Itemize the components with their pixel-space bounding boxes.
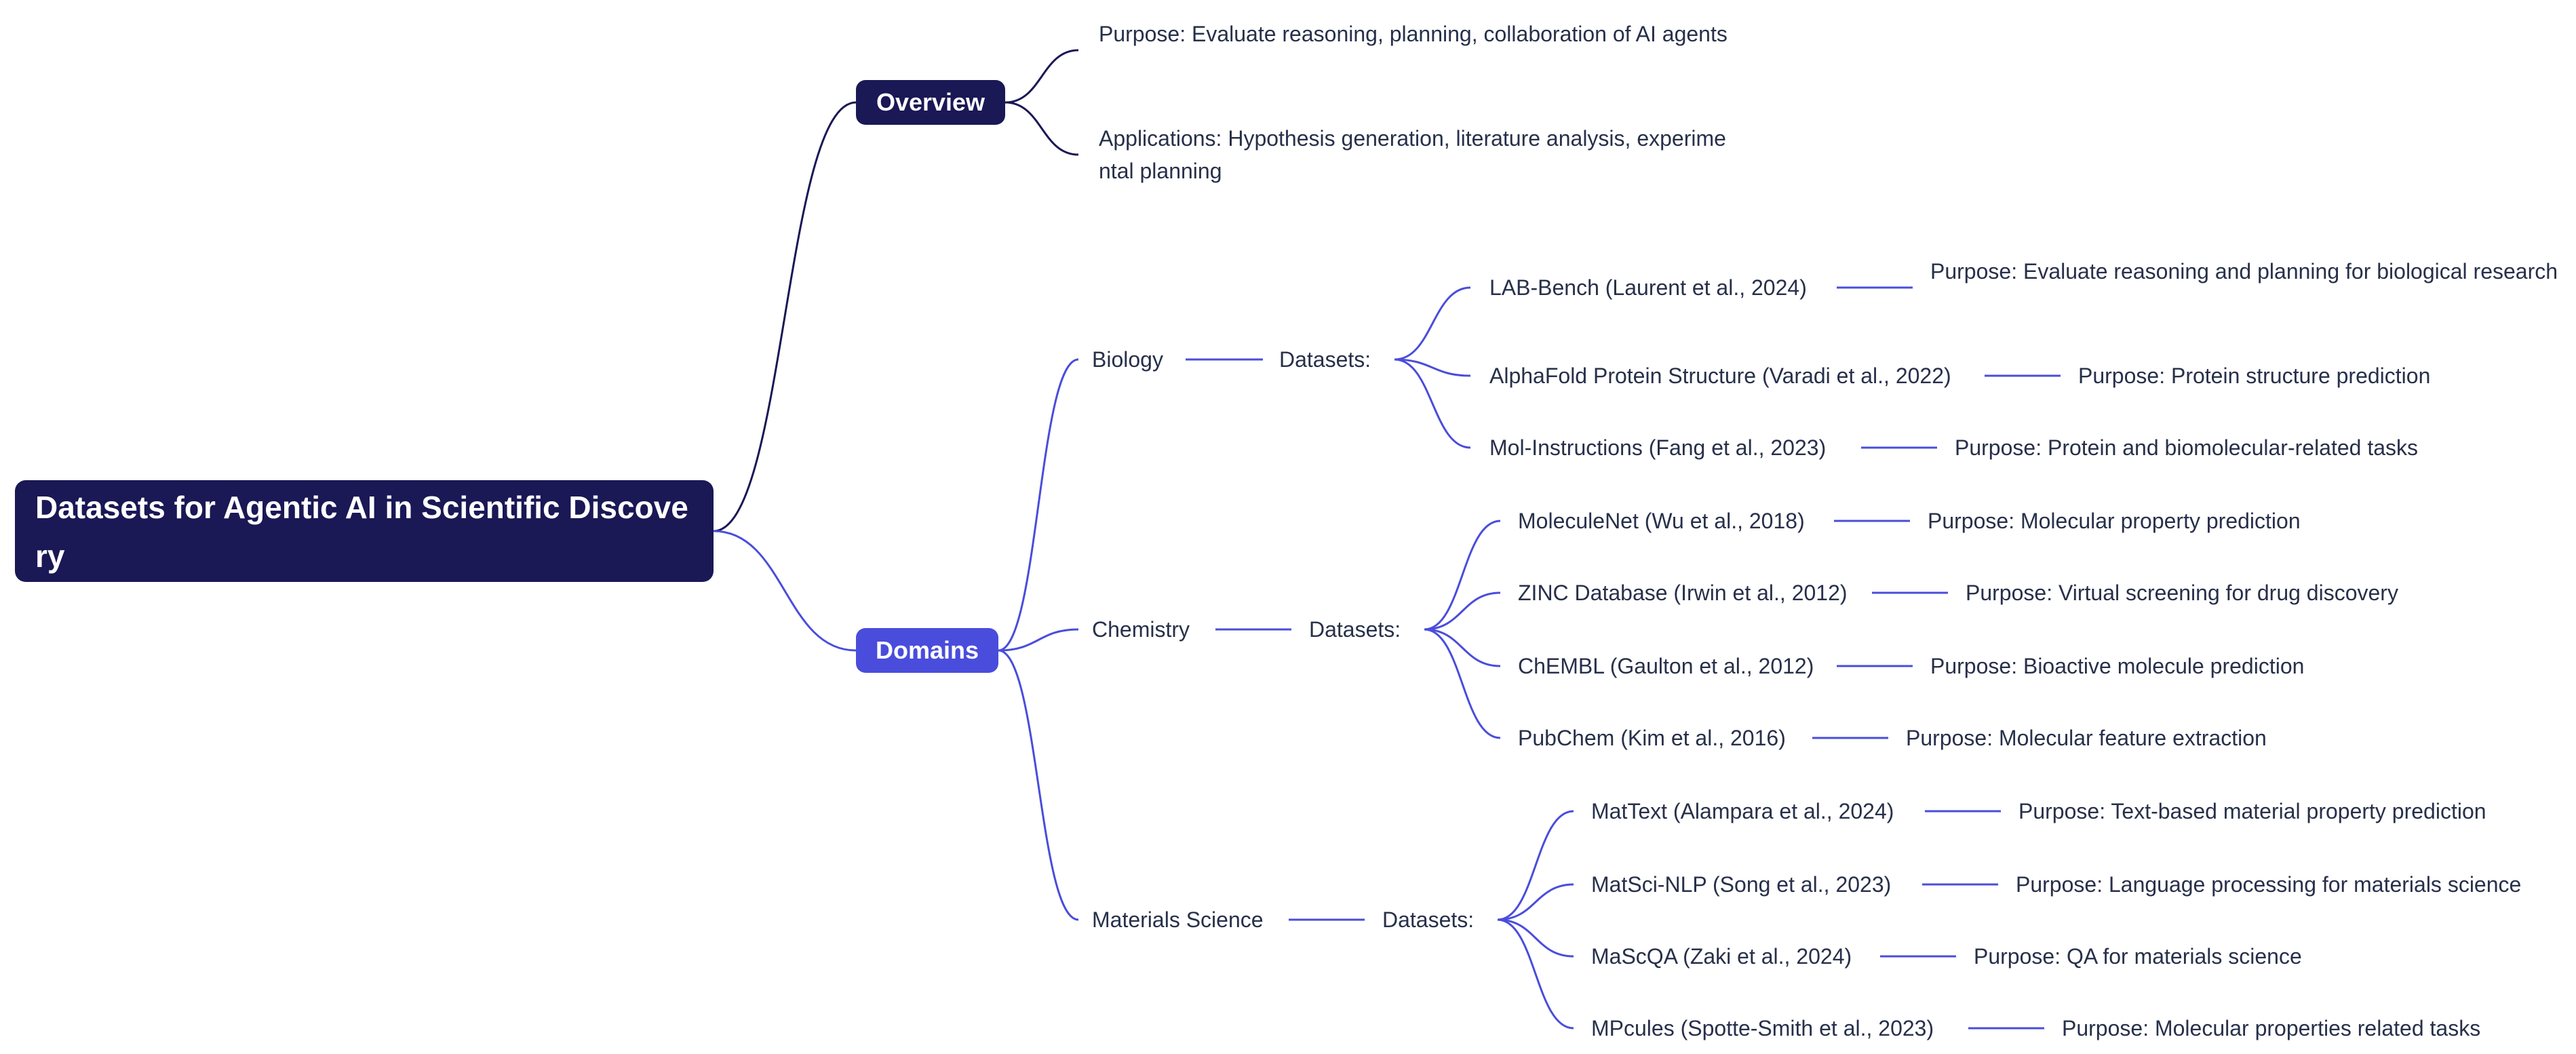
dataset-zinc[interactable]: ZINC Database (Irwin et al., 2012) [1518, 581, 1848, 605]
purpose-moleculenet: Purpose: Molecular property prediction [1928, 509, 2301, 533]
dataset-mol-instructions[interactable]: Mol-Instructions (Fang et al., 2023) [1489, 435, 1827, 460]
chemistry-node[interactable]: Chemistry [1092, 617, 1190, 642]
edge-chem-moleculenet [1424, 520, 1501, 631]
root-label: Datasets for Agentic AI in Scientific Di… [35, 490, 688, 574]
edge-mat-mattext [1497, 810, 1574, 921]
purpose-zinc: Purpose: Virtual screening for drug disc… [1966, 581, 2398, 605]
edge-mat-matsci [1497, 883, 1574, 921]
edge-chem-zinc [1424, 591, 1501, 631]
overview-purpose-text: Purpose: Evaluate reasoning, planning, c… [1099, 22, 1728, 46]
dataset-mattext[interactable]: MatText (Alampara et al., 2024) [1591, 799, 1894, 823]
biology-datasets-label: Datasets: [1279, 347, 1371, 372]
chemistry-datasets-label: Datasets: [1309, 617, 1401, 642]
dataset-lab-bench[interactable]: LAB-Bench (Laurent et al., 2024) [1489, 275, 1807, 300]
materials-datasets-label: Datasets: [1382, 907, 1475, 932]
edge-bio-alphafold [1394, 358, 1471, 377]
edge-overview-purpose [1004, 49, 1079, 104]
dataset-chembl[interactable]: ChEMBL (Gaulton et al., 2012) [1518, 654, 1814, 678]
edge-bio-labbench [1394, 286, 1471, 361]
dataset-mascqa[interactable]: MaScQA (Zaki et al., 2024) [1591, 944, 1852, 969]
purpose-mascqa: Purpose: QA for materials science [1974, 944, 2302, 969]
dataset-pubchem[interactable]: PubChem (Kim et al., 2016) [1518, 726, 1786, 750]
edge-overview-applications [1004, 101, 1079, 156]
edge-chem-chembl [1424, 628, 1501, 667]
overview-label: Overview [876, 88, 985, 116]
edge-domains-chemistry [998, 628, 1079, 652]
materials-science-node[interactable]: Materials Science [1092, 907, 1264, 932]
dataset-moleculenet[interactable]: MoleculeNet (Wu et al., 2018) [1518, 509, 1805, 533]
edge-root-domains [713, 530, 857, 652]
domains-node[interactable]: Domains [856, 628, 998, 673]
overview-node[interactable]: Overview [856, 80, 1005, 125]
edge-mat-mascqa [1497, 918, 1574, 958]
edge-chem-pubchem [1424, 628, 1501, 739]
edge-root-overview [713, 101, 857, 532]
overview-applications-text: Applications: Hypothesis generation, lit… [1099, 126, 1726, 183]
dataset-mpcules[interactable]: MPcules (Spotte-Smith et al., 2023) [1591, 1016, 1934, 1040]
purpose-chembl: Purpose: Bioactive molecule prediction [1930, 654, 2305, 678]
edge-bio-mol [1394, 358, 1471, 449]
edge-domains-biology [998, 358, 1079, 652]
dataset-alphafold[interactable]: AlphaFold Protein Structure (Varadi et a… [1489, 364, 1951, 388]
biology-node[interactable]: Biology [1092, 347, 1163, 372]
edge-mat-mpcules [1497, 918, 1574, 1030]
purpose-mol-instructions: Purpose: Protein and biomolecular-relate… [1955, 435, 2419, 460]
purpose-mpcules: Purpose: Molecular properties related ta… [2062, 1016, 2481, 1040]
domains-label: Domains [875, 636, 979, 664]
purpose-lab-bench: Purpose: Evaluate reasoning and planning… [1930, 259, 2558, 284]
purpose-alphafold: Purpose: Protein structure prediction [2078, 364, 2431, 388]
edge-domains-materials [998, 649, 1079, 921]
root-node[interactable]: Datasets for Agentic AI in Scientific Di… [15, 480, 714, 582]
dataset-matsci-nlp[interactable]: MatSci-NLP (Song et al., 2023) [1591, 872, 1892, 897]
purpose-matsci-nlp: Purpose: Language processing for materia… [2016, 872, 2522, 897]
purpose-mattext: Purpose: Text-based material property pr… [2018, 799, 2486, 823]
purpose-pubchem: Purpose: Molecular feature extraction [1906, 726, 2267, 750]
